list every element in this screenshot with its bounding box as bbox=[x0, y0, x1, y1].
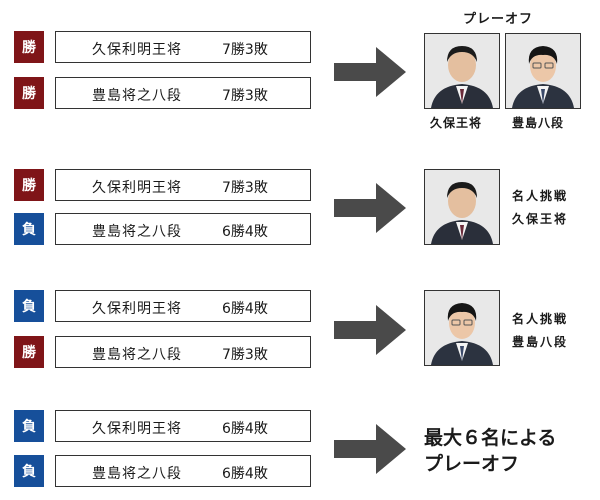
win-badge: 勝 bbox=[14, 31, 44, 63]
player-record-box: 久保利明王将 7勝3敗 bbox=[55, 31, 311, 63]
lose-badge: 負 bbox=[14, 410, 44, 442]
player-record: 6勝4敗 bbox=[222, 224, 268, 240]
right-arrow-icon bbox=[334, 305, 406, 355]
playoff-outcome-line2: プレーオフ bbox=[424, 453, 520, 475]
player-name: 豊島将之八段 bbox=[92, 347, 182, 363]
player-record: 6勝4敗 bbox=[222, 421, 268, 437]
player-name: 久保利明王将 bbox=[92, 421, 182, 437]
player-record-box: 久保利明王将 6勝4敗 bbox=[55, 410, 311, 442]
outcome-label: 名人挑戦 bbox=[512, 189, 569, 203]
lose-badge: 負 bbox=[14, 213, 44, 245]
player-record-box: 久保利明王将 7勝3敗 bbox=[55, 169, 311, 201]
toyoshima-portrait bbox=[424, 290, 500, 366]
player-record: 6勝4敗 bbox=[222, 466, 268, 482]
player-name: 久保利明王将 bbox=[92, 42, 182, 58]
right-arrow-icon bbox=[334, 183, 406, 233]
win-badge: 勝 bbox=[14, 77, 44, 109]
right-arrow-icon bbox=[334, 47, 406, 97]
player-record: 7勝3敗 bbox=[222, 347, 268, 363]
player-record-box: 豊島将之八段 6勝4敗 bbox=[55, 213, 311, 245]
player-name: 豊島将之八段 bbox=[92, 88, 182, 104]
player-name: 豊島将之八段 bbox=[92, 224, 182, 240]
win-badge: 勝 bbox=[14, 169, 44, 201]
kubo-portrait bbox=[424, 169, 500, 245]
kubo-portrait bbox=[424, 33, 500, 109]
playoff-title: プレーオフ bbox=[463, 12, 534, 27]
win-badge: 勝 bbox=[14, 336, 44, 368]
outcome-label: 名人挑戦 bbox=[512, 312, 569, 326]
player-name: 久保利明王将 bbox=[92, 301, 182, 317]
player-record-box: 豊島将之八段 6勝4敗 bbox=[55, 455, 311, 487]
lose-badge: 負 bbox=[14, 290, 44, 322]
photo-caption: 豊島八段 bbox=[512, 116, 565, 130]
player-name: 豊島将之八段 bbox=[92, 466, 182, 482]
right-arrow-icon bbox=[334, 424, 406, 474]
player-name: 久保利明王将 bbox=[92, 180, 182, 196]
player-record-box: 豊島将之八段 7勝3敗 bbox=[55, 77, 311, 109]
player-record-box: 豊島将之八段 7勝3敗 bbox=[55, 336, 311, 368]
player-record: 7勝3敗 bbox=[222, 88, 268, 104]
player-record-box: 久保利明王将 6勝4敗 bbox=[55, 290, 311, 322]
player-record: 7勝3敗 bbox=[222, 180, 268, 196]
outcome-player: 豊島八段 bbox=[512, 335, 569, 349]
toyoshima-portrait bbox=[505, 33, 581, 109]
photo-caption: 久保王将 bbox=[430, 116, 483, 130]
player-record: 7勝3敗 bbox=[222, 42, 268, 58]
playoff-outcome-line1: 最大６名による bbox=[424, 427, 557, 449]
outcome-player: 久保王将 bbox=[512, 212, 569, 226]
lose-badge: 負 bbox=[14, 455, 44, 487]
player-record: 6勝4敗 bbox=[222, 301, 268, 317]
